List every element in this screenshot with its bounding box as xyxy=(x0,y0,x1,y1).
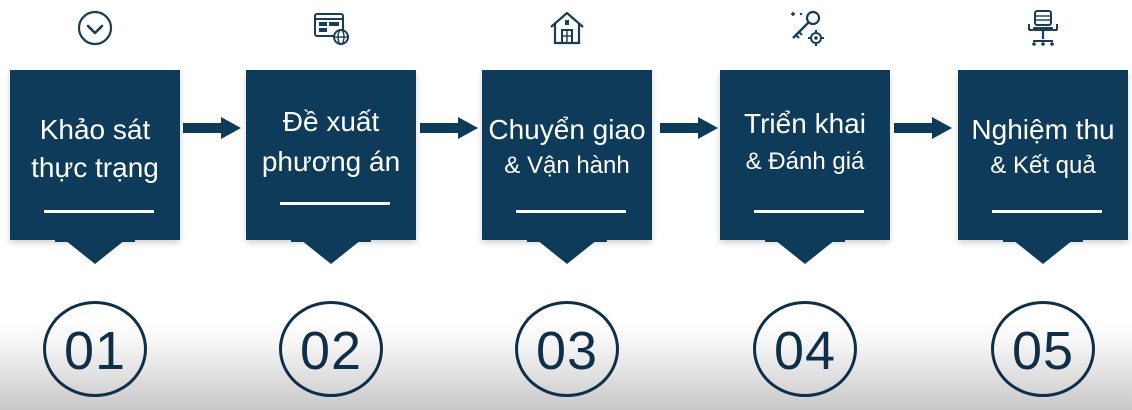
connector-arrow-icon xyxy=(660,114,720,142)
card-pointer xyxy=(1003,232,1083,264)
card-divider xyxy=(44,210,154,213)
card-pointer xyxy=(291,232,371,264)
step-card: Khảo sát thực trạng xyxy=(10,70,180,240)
step-card: Triển khai & Đánh giá xyxy=(720,70,890,240)
card-pointer xyxy=(765,232,845,264)
step-number: 05 xyxy=(1011,321,1075,381)
step-number-circle: 01 xyxy=(43,301,147,397)
process-step-4: Triển khai & Đánh giá 04 xyxy=(720,0,890,410)
card-pointer xyxy=(527,232,607,264)
check-circle-icon xyxy=(75,8,115,48)
browser-globe-icon xyxy=(311,8,351,48)
house-icon xyxy=(547,8,587,48)
step-title-line1: Chuyển giao xyxy=(488,114,646,145)
process-step-3: Chuyển giao & Vận hành 03 xyxy=(482,0,652,410)
step-number: 04 xyxy=(773,321,837,381)
step-title-line1: Triển khai xyxy=(744,108,866,139)
step-title-line2: thực trạng xyxy=(31,152,159,183)
key-gear-icon xyxy=(785,8,825,48)
process-step-1: Khảo sát thực trạng 01 xyxy=(10,0,180,410)
card-divider xyxy=(992,210,1102,213)
step-card: Chuyển giao & Vận hành xyxy=(482,70,652,240)
step-number: 03 xyxy=(535,321,599,381)
step-title-line1: Nghiệm thu xyxy=(971,114,1115,145)
connector-arrow-icon xyxy=(420,114,480,142)
step-title-line2: & Vận hành xyxy=(504,152,630,179)
office-chair-icon xyxy=(1023,8,1063,48)
step-title-line1: Khảo sát xyxy=(39,114,151,145)
step-title-line2: & Đánh giá xyxy=(745,148,865,175)
step-title-line1: Đề xuất xyxy=(282,106,380,137)
process-step-2: Đề xuất phương án 02 xyxy=(246,0,416,410)
step-number-circle: 03 xyxy=(515,301,619,397)
step-number: 01 xyxy=(63,321,127,381)
step-number-circle: 05 xyxy=(991,301,1095,397)
process-step-5: Nghiệm thu & Kết quả 05 xyxy=(958,0,1128,410)
step-title-line2: phương án xyxy=(261,146,401,177)
card-divider xyxy=(280,202,390,205)
card-pointer xyxy=(55,232,135,264)
card-divider xyxy=(754,210,864,213)
step-number-circle: 02 xyxy=(279,301,383,397)
connector-arrow-icon xyxy=(183,114,243,142)
step-number: 02 xyxy=(299,321,363,381)
connector-arrow-icon xyxy=(894,114,954,142)
step-card: Nghiệm thu & Kết quả xyxy=(958,70,1128,240)
step-card: Đề xuất phương án xyxy=(246,70,416,240)
step-number-circle: 04 xyxy=(753,301,857,397)
card-divider xyxy=(516,210,626,213)
step-title-line2: & Kết quả xyxy=(990,152,1096,179)
